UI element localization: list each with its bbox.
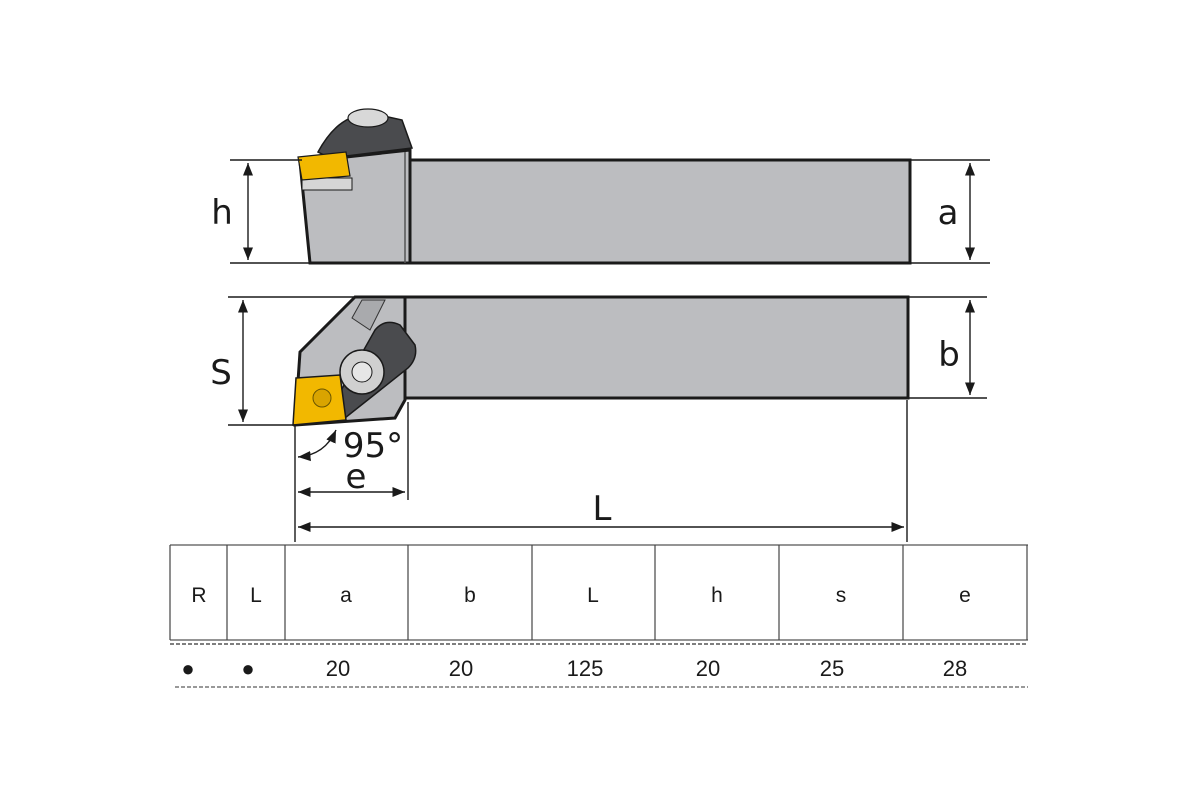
row-cell: 125 — [567, 656, 604, 681]
dim-label-e: e — [346, 457, 367, 497]
dim-label-l: L — [593, 489, 612, 529]
dim-label-a: a — [938, 193, 959, 233]
row-cell: 20 — [449, 656, 473, 681]
screw-head-side — [347, 108, 389, 128]
table-header-row: R L a b L h s e — [191, 584, 970, 607]
shank-top — [403, 295, 910, 400]
angle-label: 95° — [343, 426, 403, 466]
header-cell: L — [587, 584, 599, 607]
header-cell: h — [711, 584, 723, 607]
header-cell: s — [836, 584, 847, 607]
header-cell: e — [959, 584, 971, 607]
header-cell: b — [464, 584, 476, 607]
top-view: S b 95° e L — [210, 295, 987, 542]
row-cell: 20 — [326, 656, 350, 681]
table-row: ● ● 20 20 125 20 25 28 — [181, 656, 967, 681]
header-cell: R — [191, 584, 206, 607]
row-cell: 25 — [820, 656, 844, 681]
dim-label-s: S — [210, 353, 232, 393]
header-cell: L — [250, 584, 262, 607]
shank-side — [408, 158, 912, 265]
dim-label-h: h — [211, 193, 233, 233]
side-view: h a — [211, 108, 990, 265]
row-cell: 28 — [943, 656, 967, 681]
row-cell: 20 — [696, 656, 720, 681]
insert-side — [297, 151, 351, 181]
row-cell: ● — [241, 656, 254, 681]
dimensions-table: R L a b L h s e ● ● 20 20 125 20 25 28 — [169, 544, 1028, 688]
header-cell: a — [340, 584, 352, 607]
torx-icon — [351, 361, 373, 383]
row-cell: ● — [181, 656, 194, 681]
dim-label-b: b — [938, 335, 960, 375]
